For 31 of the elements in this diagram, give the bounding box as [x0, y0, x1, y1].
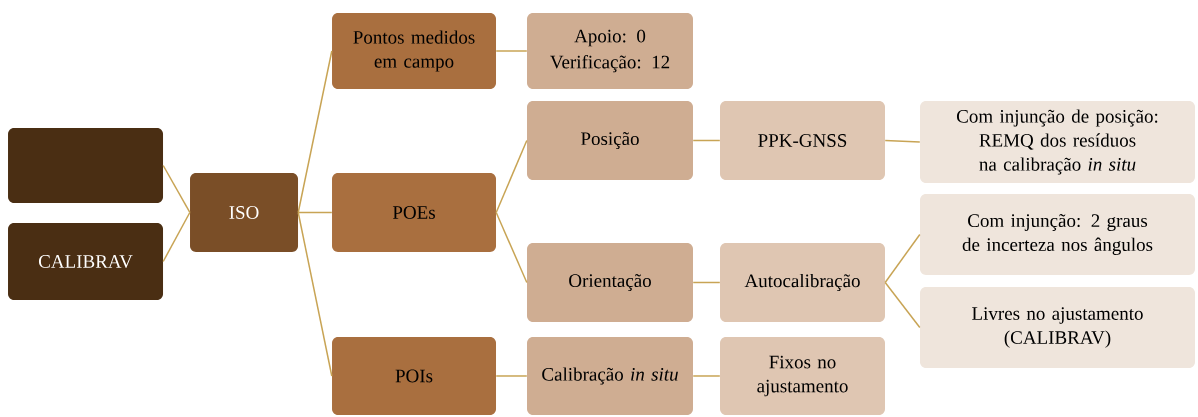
connector-line — [884, 281, 921, 329]
connector-line — [495, 211, 528, 284]
connector-line — [297, 50, 333, 214]
connector-line — [884, 139, 921, 143]
process-box: Com injunção de posição: REMQ dos resíduos na calibração in situ — [920, 101, 1195, 183]
process-box: Posição — [527, 101, 693, 180]
connector-line — [692, 375, 721, 377]
process-box: Apoio: 0 Verificação: 12 — [527, 13, 693, 89]
connector-line — [495, 139, 528, 214]
connector-line — [297, 211, 333, 214]
connector-line — [495, 50, 528, 52]
process-box: CALIBRAV — [8, 223, 163, 300]
connector-line — [884, 233, 921, 284]
process-box: Com injunção: 2 graus de incerteza nos ângulos — [920, 194, 1195, 275]
process-box: POIs — [332, 337, 496, 415]
process-box: Fixos no ajustamento — [720, 337, 885, 415]
connector-line — [692, 139, 721, 142]
process-box: PPK-GNSS — [720, 101, 885, 180]
connector-line — [495, 375, 528, 377]
process-box — [8, 128, 163, 203]
process-box: ISO — [190, 173, 298, 252]
process-box: Orientação — [527, 243, 693, 322]
process-box: Calibração in situ — [527, 337, 693, 415]
process-box: Autocalibração — [720, 243, 885, 322]
connector-line — [162, 164, 191, 214]
process-box: POEs — [332, 173, 496, 252]
connector-line — [692, 281, 721, 284]
process-box: Livres no ajustamento (CALIBRAV) — [920, 287, 1195, 368]
process-box: Pontos medidos em campo — [332, 13, 496, 89]
connector-line — [162, 211, 191, 263]
connector-line — [297, 211, 333, 377]
